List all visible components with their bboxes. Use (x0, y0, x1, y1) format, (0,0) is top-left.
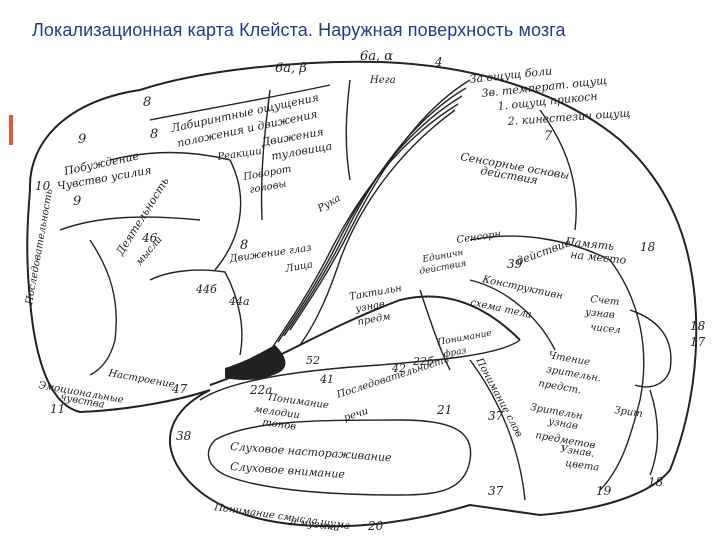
area-number-22: 47 (171, 382, 188, 396)
area-number-24: 37 (488, 409, 504, 423)
area-number-26: 38 (176, 429, 192, 443)
stem-junction (225, 345, 286, 380)
central-sulcus-1 (289, 79, 471, 331)
area-label-36: цвета (565, 458, 600, 474)
temporal-boundary (199, 339, 521, 401)
parietal-line-3 (469, 279, 556, 351)
frontal-line-4 (89, 239, 117, 376)
area-number-7: 10 (35, 179, 51, 193)
area-label-43: тонов (262, 417, 297, 433)
area-number-30: 20 (367, 519, 384, 533)
area-label-35: Узнав. (560, 444, 595, 460)
parietal-line-1 (539, 109, 577, 231)
area-number-3: 4 (434, 55, 443, 69)
frontal-line-7 (345, 79, 351, 181)
area-label-16: Память (564, 235, 615, 253)
temporal-line-5 (469, 359, 526, 501)
area-number-0: 8 (143, 95, 151, 110)
area-label-24: Сенсорн (456, 229, 502, 246)
area-label-52: узнав (354, 299, 386, 315)
numbers-layer: 8 6а, β 6а, α 4 9 8 7 10 9 46 8 44б 44а 39 18 18 17 52 41 2… (35, 49, 706, 533)
slide-title: Локализационная карта Клейста. Наружная … (32, 20, 566, 40)
area-number-11: 44б (195, 283, 217, 296)
area-number-28: 19 (596, 484, 612, 498)
area-number-21: 22а (249, 383, 272, 397)
parietal-line-2 (469, 235, 611, 261)
area-number-16: 17 (690, 335, 706, 349)
area-label-28: чисел (590, 322, 622, 336)
parietal-line-4 (419, 289, 451, 371)
area-number-10: 8 (240, 238, 248, 253)
area-label-47: Слуховое насторaживание (230, 440, 393, 464)
area-number-12: 44а (228, 295, 250, 308)
central-sulcus-4 (271, 103, 459, 349)
area-label-7: Реакции (216, 146, 263, 163)
area-label-55: фраз (443, 346, 468, 360)
area-label-26: Счет (590, 294, 620, 308)
area-number-4: 9 (78, 132, 86, 147)
area-number-27: 37 (488, 484, 504, 498)
accent-bar (9, 115, 13, 145)
frontal-line-5 (149, 269, 243, 356)
area-number-19: 22б (412, 355, 434, 368)
area-number-14: 18 (640, 240, 656, 254)
central-sulcus-3 (277, 95, 463, 343)
area-label-11: головы (249, 179, 288, 196)
frontal-line-6 (260, 89, 271, 221)
area-label-22: Лица (284, 259, 314, 275)
area-number-23: 21 (436, 403, 452, 417)
area-number-15: 18 (690, 319, 706, 333)
central-sulcus-2 (283, 87, 467, 337)
area-label-33: узнав (546, 416, 578, 432)
area-number-18: 41 (319, 373, 334, 386)
area-label-59: схема тела (469, 297, 532, 321)
frontal-line-1 (149, 84, 331, 121)
occipital-line-3 (649, 389, 659, 476)
occipital-line-2 (629, 309, 672, 388)
temporal-inner (207, 419, 472, 496)
area-number-1: 6а, β (275, 61, 307, 76)
area-label-27: узнав (584, 307, 616, 321)
brain-outline (26, 60, 698, 528)
area-label-23: Рука (315, 193, 343, 215)
area-label-25: действие (515, 236, 574, 268)
area-label-46: Понимание слов (473, 355, 525, 439)
area-number-9: 46 (141, 231, 158, 245)
area-number-13: 39 (507, 257, 523, 271)
area-label-54: Понимание (436, 329, 493, 349)
area-label-4: Нега (369, 75, 396, 86)
area-number-5: 8 (150, 127, 158, 142)
area-label-31: предст. (537, 378, 582, 396)
area-number-8: 9 (73, 194, 81, 209)
area-number-20: 42 (391, 362, 406, 375)
frontal-line-2 (109, 151, 242, 271)
area-number-25: 11 (50, 402, 65, 416)
area-label-40: Настроение (106, 368, 175, 391)
area-label-48: Слуховое внимание (230, 460, 346, 481)
area-label-37: Зрит (614, 405, 644, 420)
area-number-29: 18 (648, 475, 664, 489)
occipital-line-1 (599, 259, 645, 491)
area-number-17: 52 (306, 354, 320, 367)
area-number-2: 6а, α (360, 49, 393, 64)
central-sulcus-5 (299, 109, 456, 346)
area-label-45: речи (343, 406, 370, 424)
frontal-line-3 (59, 216, 201, 231)
area-number-6: 7 (544, 129, 553, 144)
area-label-17: на место (570, 248, 628, 267)
